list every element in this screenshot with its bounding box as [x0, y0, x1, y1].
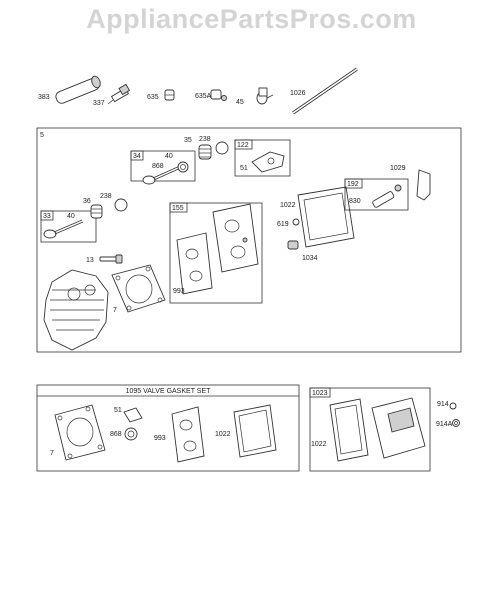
gasket-set-cover-gasket-1022[interactable]: [233, 404, 277, 458]
label-1034: 1034: [302, 255, 318, 262]
cover-panel-tag: [309, 387, 331, 398]
box-34-label: 34: [133, 153, 141, 160]
gasket-set-label-7: 7: [50, 450, 54, 457]
cover-panel-frame: [309, 387, 431, 472]
part-914-screw[interactable]: [449, 402, 457, 410]
label-51-a: 51: [240, 165, 248, 172]
box-192-label: 192: [347, 181, 359, 188]
part-34-valve[interactable]: [142, 164, 184, 185]
label-238-b: 238: [100, 193, 112, 200]
label-337: 337: [93, 100, 105, 107]
gasket-set-label-993: 993: [154, 435, 166, 442]
gasket-set-title: 1095 VALVE GASKET SET: [126, 388, 212, 395]
part-830-breather[interactable]: [372, 184, 402, 208]
box-122: [234, 139, 291, 177]
label-36: 36: [83, 198, 91, 205]
part-914A-washer[interactable]: [452, 419, 460, 427]
part-35-spring[interactable]: [198, 144, 212, 160]
label-383: 383: [38, 94, 50, 101]
label-13: 13: [86, 257, 94, 264]
part-383-rocker-shaft[interactable]: [54, 75, 102, 105]
label-40-a: 40: [165, 153, 173, 160]
part-868-seal[interactable]: [177, 161, 189, 173]
label-1026: 1026: [290, 90, 306, 97]
part-155-breather-plate[interactable]: [212, 203, 259, 273]
gasket-set-valve-gasket-993[interactable]: [171, 406, 205, 463]
main-panel-frame: [36, 127, 462, 353]
gasket-set-label-868: 868: [110, 431, 122, 438]
label-635: 635: [147, 94, 159, 101]
label-40-b: 40: [67, 213, 75, 220]
label-1029: 1029: [390, 165, 406, 172]
box-33: [40, 210, 97, 243]
part-36-spring[interactable]: [90, 204, 103, 219]
label-238-a: 238: [199, 136, 211, 143]
gasket-set-label-51: 51: [114, 407, 122, 414]
label-35: 35: [184, 137, 192, 144]
box-34: [130, 150, 196, 182]
part-1029-breather-tube[interactable]: [416, 169, 431, 201]
part-993-valve-gasket[interactable]: [176, 232, 213, 295]
cover-panel-index: 1023: [312, 390, 328, 397]
box-34-tag: [130, 150, 144, 161]
box-122-label: 122: [237, 142, 249, 149]
main-panel-index: 5: [40, 132, 44, 139]
part-635A[interactable]: [210, 89, 227, 101]
label-914A: 914A: [436, 421, 453, 428]
label-635A: 635A: [195, 93, 212, 100]
cover-panel-valve-cover[interactable]: [371, 397, 426, 459]
box-192-tag: [344, 178, 363, 189]
gasket-set-frame: [36, 384, 300, 472]
part-51-rocker[interactable]: [251, 151, 285, 173]
part-cylinder-head[interactable]: [43, 269, 109, 351]
label-914: 914: [437, 401, 449, 408]
label-45: 45: [236, 99, 244, 106]
part-45[interactable]: [256, 87, 274, 105]
part-1022-cover-gasket-main[interactable]: [297, 186, 355, 248]
label-830: 830: [349, 198, 361, 205]
box-192: [344, 178, 409, 211]
box-155-label: 155: [172, 205, 184, 212]
box-155-tag: [169, 202, 188, 213]
label-868-a: 868: [152, 163, 164, 170]
part-635[interactable]: [164, 89, 175, 101]
part-238-retainer-top[interactable]: [215, 141, 229, 155]
part-1026-pushrod[interactable]: [292, 67, 358, 115]
part-619[interactable]: [292, 218, 300, 226]
box-155: [169, 202, 263, 304]
label-7-a: 7: [113, 307, 117, 314]
gasket-set-rocker-51[interactable]: [123, 407, 143, 423]
part-238-retainer-lower[interactable]: [114, 198, 128, 212]
label-993-a: 993: [173, 288, 185, 295]
gasket-set-seal-868[interactable]: [124, 427, 138, 441]
box-122-tag: [234, 139, 253, 150]
part-337-spark-plug[interactable]: [107, 83, 131, 105]
label-619: 619: [277, 221, 289, 228]
watermark: AppliancePartsPros.com: [86, 4, 417, 34]
part-7-head-gasket[interactable]: [111, 264, 166, 313]
label-1022-a: 1022: [280, 202, 296, 209]
part-33-valve[interactable]: [43, 219, 84, 239]
gasket-set-label-1022: 1022: [215, 431, 231, 438]
gasket-set-head-gasket[interactable]: [54, 404, 106, 461]
cover-panel-label-1022: 1022: [311, 441, 327, 448]
part-13-bolt[interactable]: [99, 254, 123, 264]
cover-panel-gasket-1022[interactable]: [329, 398, 369, 462]
box-33-tag: [40, 210, 54, 221]
box-33-label: 33: [43, 213, 51, 220]
part-1034[interactable]: [287, 240, 299, 250]
